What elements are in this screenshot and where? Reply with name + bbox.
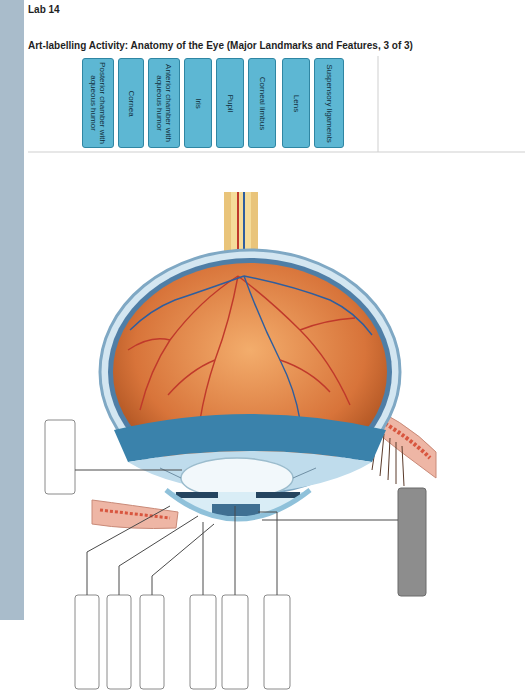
answer-box bbox=[75, 595, 99, 689]
vein bbox=[244, 276, 300, 420]
leader-line bbox=[87, 506, 170, 595]
lower-eyelid bbox=[92, 500, 178, 529]
iris bbox=[256, 492, 300, 498]
leader-line bbox=[75, 470, 182, 471]
leader-line bbox=[203, 522, 204, 595]
leader-line bbox=[262, 520, 398, 521]
leader-line bbox=[258, 512, 277, 595]
answer-box bbox=[190, 595, 216, 689]
label-text: Anterior chamber with aqueous humor bbox=[155, 61, 173, 145]
answer-box bbox=[222, 595, 248, 689]
label-tile: Iris bbox=[184, 58, 212, 148]
label-text: Suspensory ligaments bbox=[324, 64, 333, 143]
iris bbox=[176, 492, 218, 498]
answer-box bbox=[398, 488, 426, 596]
label-text: Posterior chamber with aqueous humor bbox=[89, 61, 107, 145]
leader-line bbox=[152, 524, 214, 595]
side-strip bbox=[0, 0, 24, 620]
leader-line bbox=[235, 506, 236, 595]
answer-box bbox=[140, 595, 164, 689]
page-title: Art-labelling Activity: Anatomy of the E… bbox=[28, 40, 518, 52]
vein bbox=[244, 276, 372, 335]
eyelid-muscle bbox=[100, 510, 170, 518]
suspensory-ligaments bbox=[160, 468, 316, 478]
artery bbox=[128, 318, 355, 395]
panel-divider bbox=[378, 56, 379, 152]
label-tile: Posterior chamber with aqueous humor bbox=[82, 58, 114, 148]
leader-line bbox=[119, 516, 198, 595]
vein bbox=[130, 276, 244, 330]
label-tile: Anterior chamber with aqueous humor bbox=[148, 58, 180, 148]
label-tile: Lens bbox=[282, 58, 310, 148]
lab-heading: Lab 14 bbox=[28, 4, 60, 15]
answer-box bbox=[45, 420, 75, 494]
retina bbox=[113, 263, 387, 481]
label-tile: Pupil bbox=[216, 58, 244, 148]
label-tile: Corneal limbus bbox=[248, 58, 276, 148]
leader-lines bbox=[75, 470, 398, 595]
panel-divider bbox=[28, 152, 525, 153]
retinal-vessels bbox=[128, 276, 372, 420]
answer-box bbox=[107, 595, 131, 689]
label-tile: Suspensory ligaments bbox=[314, 58, 344, 148]
pupil bbox=[212, 504, 260, 516]
artery bbox=[200, 276, 238, 420]
label-text: Cornea bbox=[126, 90, 135, 116]
sclera bbox=[100, 250, 400, 494]
label-text: Pupil bbox=[225, 94, 234, 112]
artery bbox=[140, 276, 238, 410]
label-tile: Cornea bbox=[118, 58, 144, 148]
artery bbox=[238, 276, 350, 405]
label-text: Iris bbox=[193, 98, 202, 109]
answer-box bbox=[264, 595, 290, 689]
cornea bbox=[166, 490, 310, 519]
label-text: Lens bbox=[291, 94, 300, 111]
label-text: Corneal limbus bbox=[257, 76, 266, 129]
